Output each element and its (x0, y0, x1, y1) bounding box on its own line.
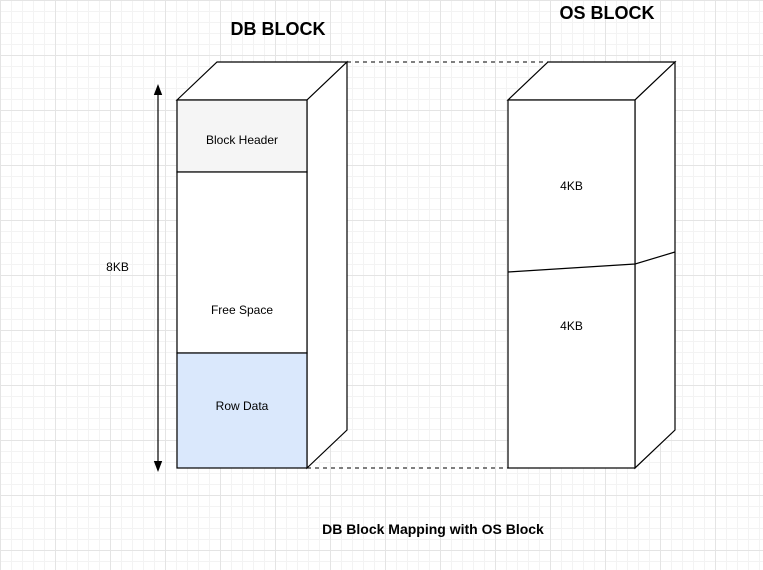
os-block-top-size-label: 4KB (560, 179, 583, 193)
db-block-header-label: Block Header (205, 133, 279, 147)
db-row-data-label: Row Data (215, 399, 269, 413)
os-block-cuboid (506, 60, 677, 470)
size-arrow (153, 84, 163, 472)
size-arrow-head-top (153, 84, 163, 95)
db-block-size-label: 8KB (106, 260, 129, 274)
db-block-side-face (306, 60, 348, 470)
db-block-cuboid (175, 60, 349, 470)
os-block-title: OS BLOCK (559, 3, 655, 23)
db-row-data-section (176, 352, 308, 469)
diagram-caption: DB Block Mapping with OS Block (322, 521, 544, 537)
db-block-title: DB BLOCK (230, 19, 326, 39)
os-block-front-face (507, 99, 636, 469)
os-block-bottom-size-label: 4KB (560, 319, 583, 333)
db-free-space-section (176, 171, 308, 354)
db-free-space-label: Free Space (210, 303, 274, 317)
os-block-side-face (634, 60, 676, 470)
os-block-divider-line (507, 251, 676, 273)
size-arrow-head-bottom (153, 461, 163, 472)
